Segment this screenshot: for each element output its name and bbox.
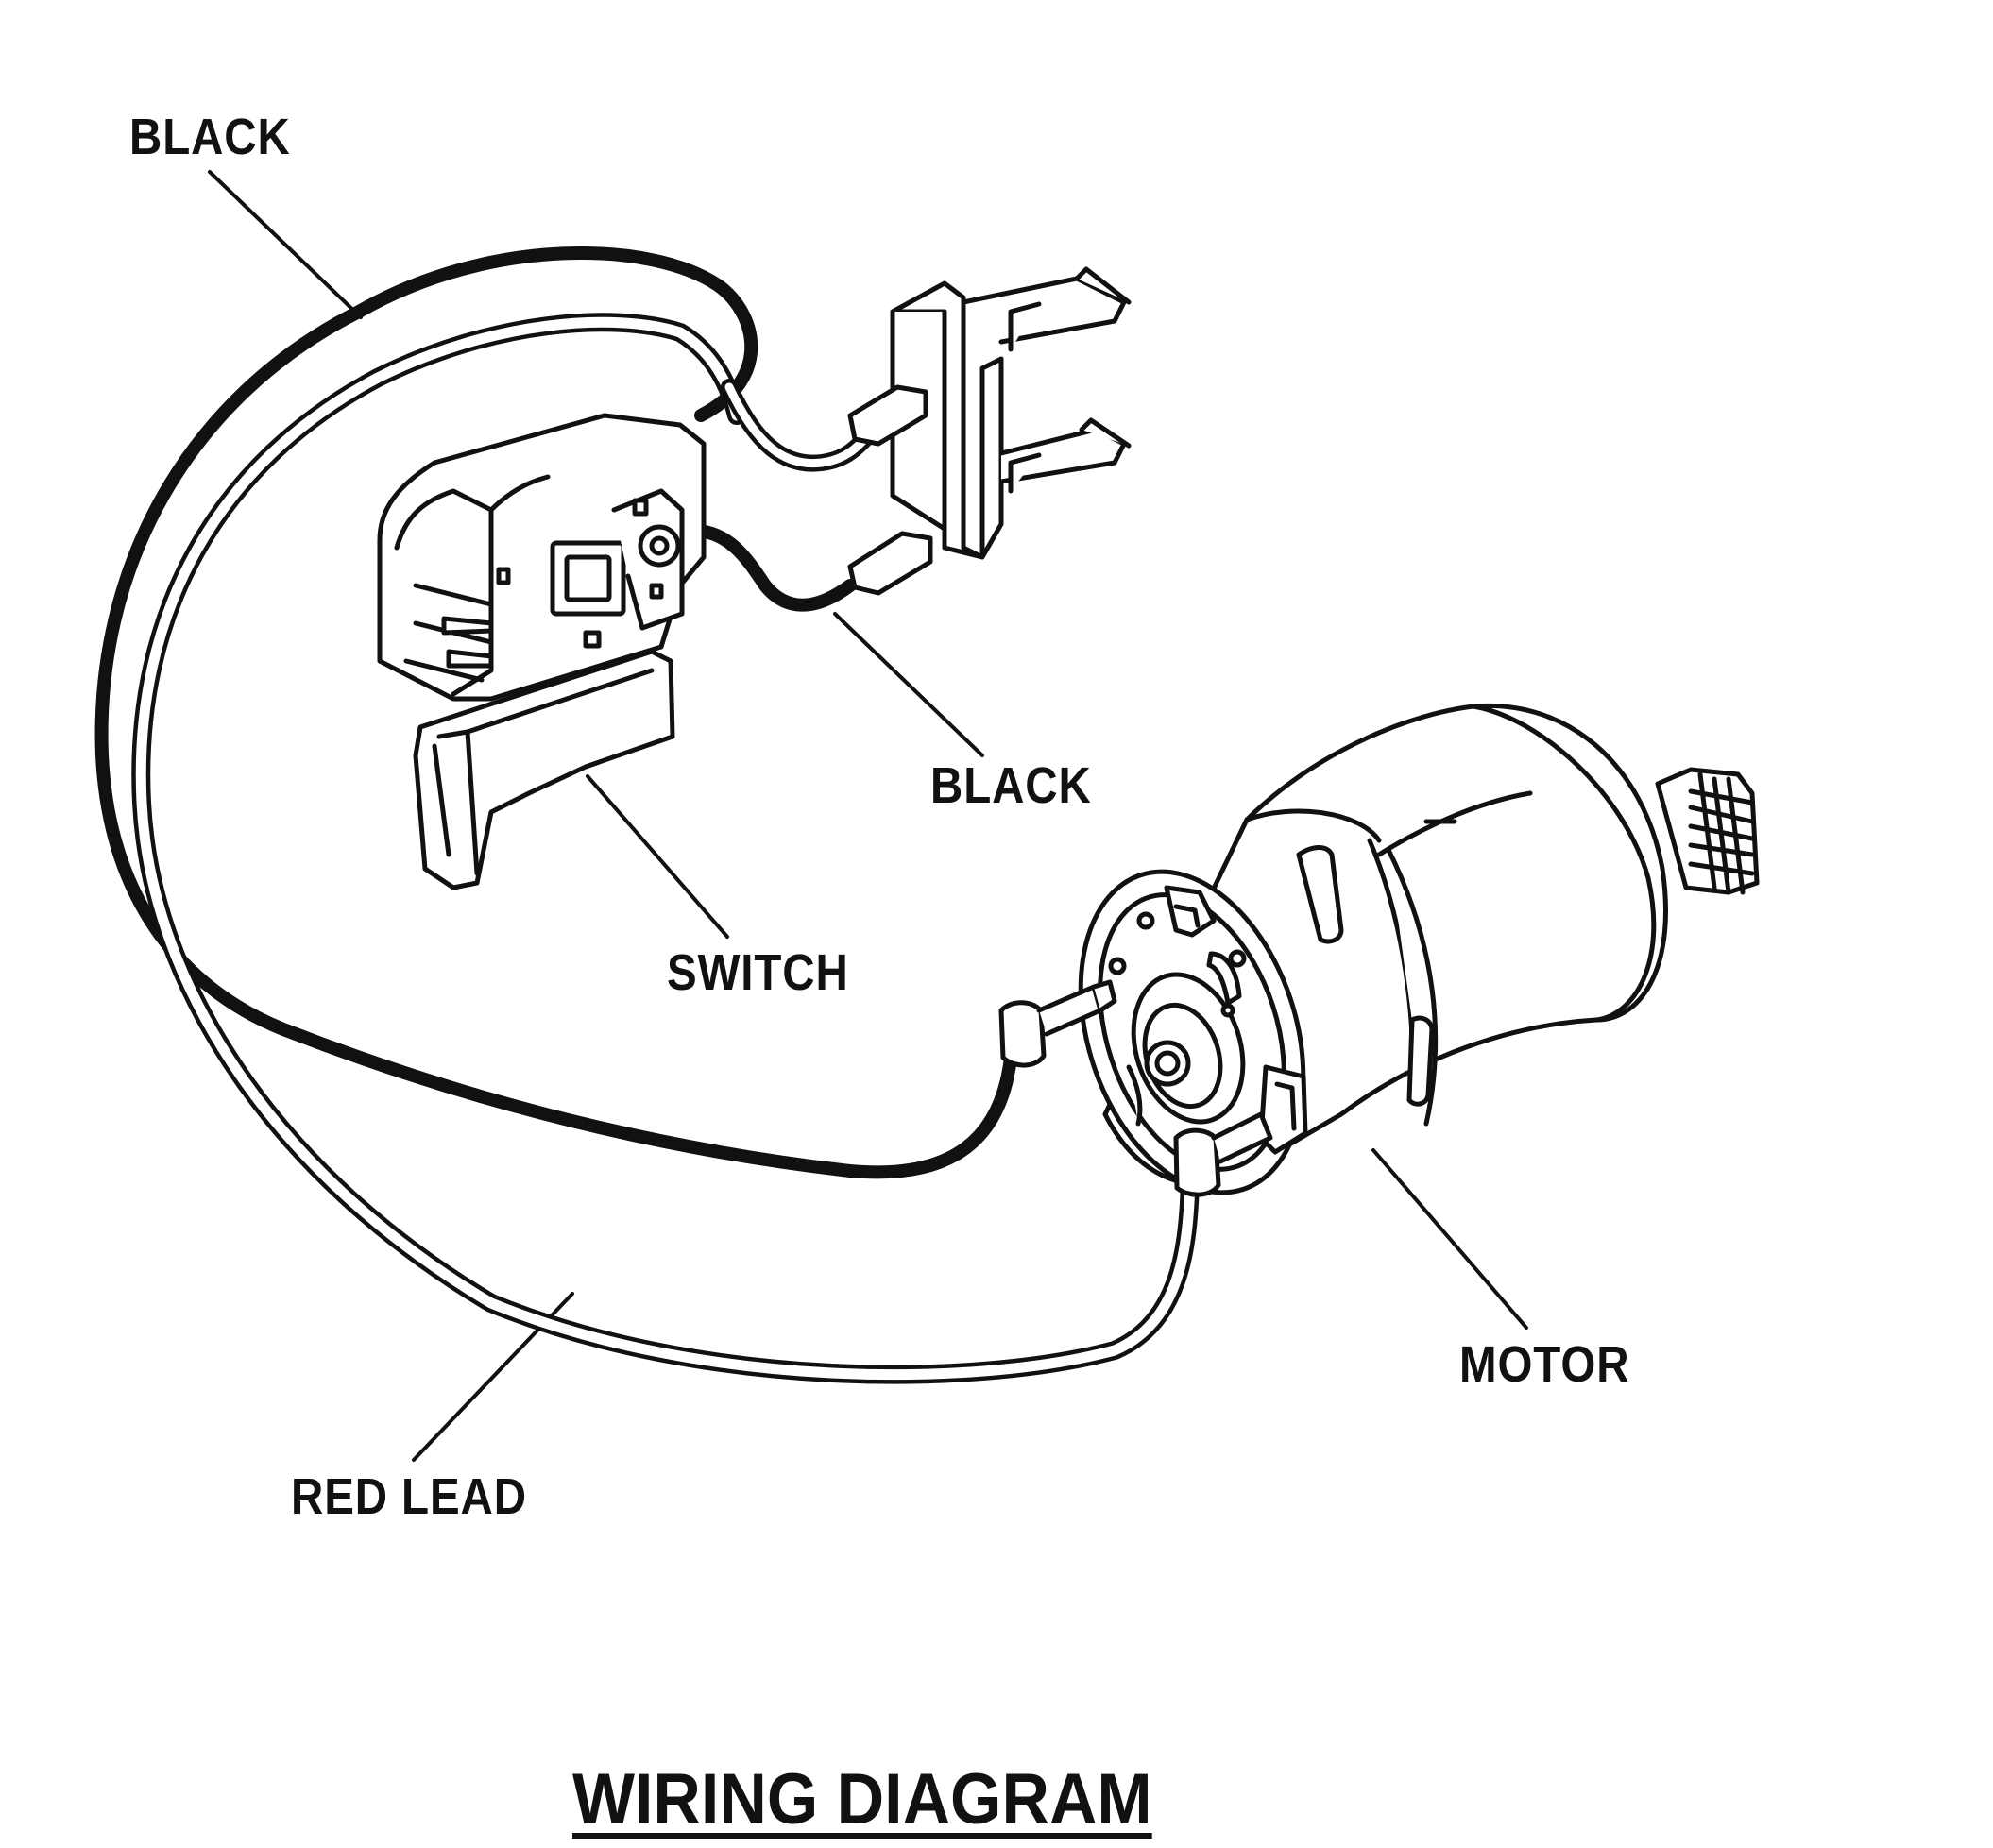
terminal-block [847, 266, 1132, 596]
motor [1078, 703, 1760, 1195]
label-motor: MOTOR [1459, 1336, 1630, 1393]
diagram-title: WIRING DIAGRAM [572, 1759, 1152, 1840]
switch-lower-black-wire [683, 523, 857, 612]
label-black-top: BLACK [129, 109, 291, 165]
leader-motor [1371, 1148, 1528, 1330]
label-black-mid: BLACK [930, 757, 1092, 814]
leader-switch [586, 774, 729, 939]
label-red-lead: RED LEAD [291, 1468, 527, 1525]
motor-connector-lower [1173, 1111, 1273, 1197]
label-switch: SWITCH [667, 944, 849, 1001]
leader-black-mid [833, 612, 984, 757]
switch-trigger [413, 649, 675, 890]
motor-connector-upper [998, 979, 1117, 1068]
red-lead-loop [131, 313, 1200, 1384]
black-wire-loop [94, 246, 1017, 1179]
leader-black-top [208, 170, 363, 319]
switch-upper-wire [721, 379, 887, 472]
